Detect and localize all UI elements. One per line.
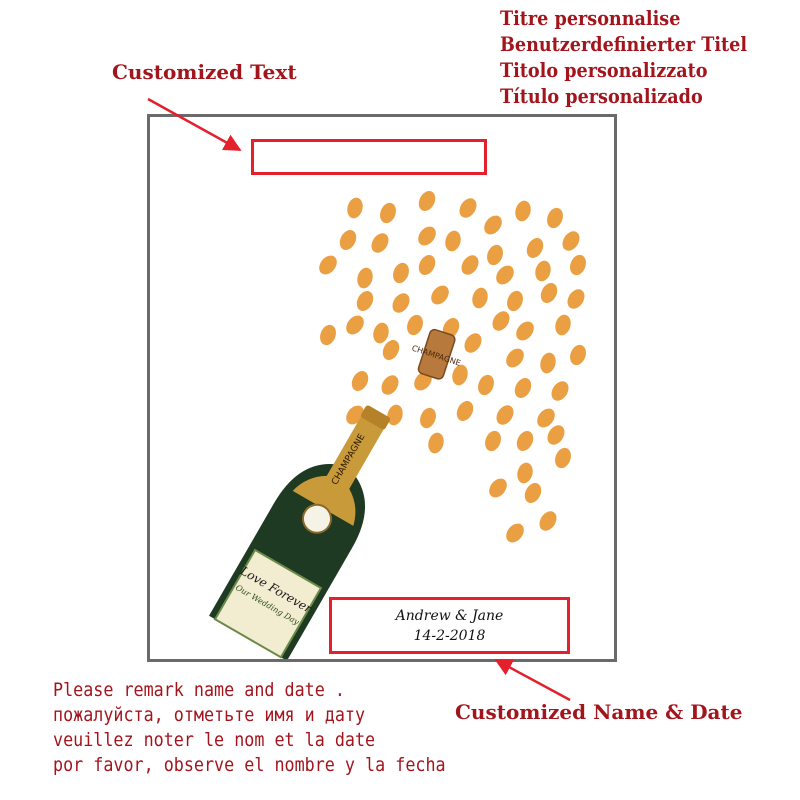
champagne-bottle-icon: CHAMPAGNE Love Forever Our Wedding Day bbox=[209, 405, 391, 659]
remark-ru: пожалуйста, отметьте имя и дату bbox=[53, 704, 366, 726]
fingerprint-mark bbox=[418, 191, 436, 211]
fingerprint-mark bbox=[373, 322, 389, 344]
customized-text-callout: Customized Text bbox=[112, 60, 297, 84]
fingerprint-mark bbox=[524, 483, 542, 503]
fingerprint-mark bbox=[380, 202, 396, 224]
fingerprint-mark bbox=[567, 289, 585, 309]
fingerprint-mark bbox=[535, 260, 551, 282]
fingerprint-mark bbox=[506, 523, 524, 543]
title-translation-it: Titolo personalizzato bbox=[500, 58, 708, 82]
title-translations: Titre personnalise Benutzerdefinierter T… bbox=[500, 5, 747, 109]
fingerprint-mark bbox=[551, 381, 569, 401]
customized-name-date-callout: Customized Name & Date bbox=[455, 700, 743, 724]
remark-instructions: Please remark name and date . пожалуйста… bbox=[53, 678, 499, 778]
fingerprint-mark bbox=[428, 432, 444, 454]
fingerprint-mark bbox=[514, 378, 532, 398]
fingerprint-mark bbox=[555, 314, 571, 336]
fingerprint-mark bbox=[464, 333, 482, 353]
fingerprint-mark bbox=[339, 230, 357, 250]
name-date-box: Andrew & Jane 14-2-2018 bbox=[329, 597, 570, 654]
fingerprint-mark bbox=[547, 207, 563, 229]
artwork-frame: CHAMPAGNE CHAMPAGNE Love Forever Our Wed… bbox=[147, 114, 617, 662]
fingerprint-mark bbox=[347, 197, 363, 219]
fingerprint-mark bbox=[540, 352, 556, 374]
fingerprint-mark bbox=[516, 431, 534, 451]
couple-names: Andrew & Jane bbox=[395, 608, 504, 624]
fingerprint-mark bbox=[570, 254, 586, 276]
fingerprint-mark bbox=[452, 364, 468, 386]
fingerprint-mark bbox=[540, 283, 558, 303]
fingerprint-mark bbox=[387, 404, 403, 426]
title-translation-de: Benutzerdefinierter Titel bbox=[500, 32, 748, 56]
fingerprint-mark bbox=[539, 511, 557, 531]
fingerprint-mark bbox=[459, 198, 477, 218]
title-translation-es: Título personalizado bbox=[500, 84, 703, 108]
fingerprint-mark bbox=[555, 447, 571, 469]
fingerprint-mark bbox=[487, 244, 503, 266]
fingerprint-mark bbox=[392, 293, 410, 313]
fingerprint-mark bbox=[484, 215, 502, 235]
fingerprint-mark bbox=[420, 407, 436, 429]
fingerprint-mark bbox=[418, 226, 436, 246]
fingerprint-mark bbox=[515, 200, 531, 222]
custom-title-box bbox=[251, 139, 487, 175]
customized-name-date-arrow bbox=[494, 658, 571, 702]
remark-es: por favor, observe el nombre y la fecha bbox=[53, 754, 446, 776]
fingerprint-mark bbox=[492, 311, 510, 331]
fingerprint-mark bbox=[357, 267, 373, 289]
fingerprint-mark bbox=[517, 462, 533, 484]
fingerprint-mark bbox=[382, 340, 400, 360]
fingerprint-mark bbox=[526, 238, 544, 258]
title-translation-fr: Titre personnalise bbox=[500, 6, 681, 30]
fingerprint-mark bbox=[407, 314, 423, 336]
fingerprint-mark bbox=[393, 262, 409, 284]
fingerprint-mark bbox=[381, 375, 399, 395]
fingerprint-mark bbox=[418, 255, 436, 275]
fingerprint-cluster bbox=[319, 191, 586, 543]
fingerprint-mark bbox=[461, 255, 479, 275]
wedding-date: 14-2-2018 bbox=[413, 628, 486, 644]
fingerprint-mark bbox=[496, 265, 514, 285]
fingerprint-mark bbox=[320, 324, 336, 346]
fingerprint-mark bbox=[445, 230, 461, 252]
fingerprint-mark bbox=[506, 348, 524, 368]
fingerprint-mark bbox=[351, 371, 369, 391]
remark-fr: veuillez noter le nom et la date bbox=[53, 729, 376, 751]
fingerprint-mark bbox=[496, 405, 514, 425]
fingerprint-mark bbox=[485, 430, 501, 452]
fingerprint-mark bbox=[537, 408, 555, 428]
remark-en: Please remark name and date . bbox=[53, 679, 345, 701]
fingerprint-mark bbox=[562, 231, 580, 251]
fingerprint-mark bbox=[371, 233, 389, 253]
fingerprint-mark bbox=[414, 371, 432, 391]
fingerprint-mark bbox=[472, 287, 488, 309]
fingerprint-mark bbox=[346, 315, 364, 335]
fingerprint-mark bbox=[547, 425, 565, 445]
fingerprint-mark bbox=[570, 344, 586, 366]
fingerprint-mark bbox=[478, 374, 494, 396]
fingerprint-mark bbox=[489, 478, 507, 498]
fingerprint-mark bbox=[456, 401, 474, 421]
fingerprint-mark bbox=[507, 290, 523, 312]
fingerprint-mark bbox=[356, 291, 374, 311]
fingerprint-mark bbox=[516, 321, 534, 341]
fingerprint-mark bbox=[431, 285, 449, 305]
champagne-artwork: CHAMPAGNE CHAMPAGNE Love Forever Our Wed… bbox=[209, 191, 586, 659]
fingerprint-mark bbox=[319, 255, 337, 275]
